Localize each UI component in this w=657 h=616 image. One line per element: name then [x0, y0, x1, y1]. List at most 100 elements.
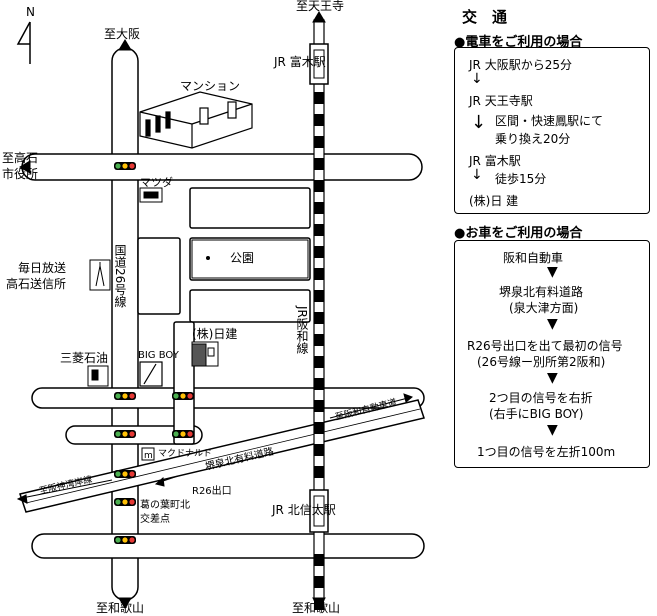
- mansion-building: [139, 91, 253, 149]
- destination-arrows: [16, 11, 413, 609]
- label-to-wakayama-left: 至和歌山: [96, 600, 144, 615]
- train-route-box: JR 大阪駅から25分 ↓ JR 天王寺駅 ↓ 区間・快速鳳駅にて 乗り換え20…: [454, 47, 650, 214]
- rail-tie: [314, 422, 324, 434]
- jr-hanwa-railway: [313, 19, 325, 610]
- mazda-building: [139, 187, 163, 203]
- north-label: N: [26, 5, 35, 19]
- arrow-down-wakayama-left: [118, 597, 132, 609]
- train-step: JR 天王寺駅: [469, 94, 533, 108]
- train-heading: ●電車をご利用の場合: [454, 35, 583, 50]
- train-step: JR 富木駅: [469, 154, 521, 168]
- label-mcdonalds: マクドナルド: [158, 448, 212, 459]
- car-step: 1つ目の信号を左折100m: [477, 445, 616, 459]
- rail-tie: [314, 202, 324, 214]
- label-to-wakayama-right: 至和歌山: [292, 600, 340, 615]
- label-route26: 国道26号線: [113, 244, 127, 307]
- mcdonalds-sign: [141, 447, 155, 461]
- label-station-kitashinoda: JR 北信太駅: [271, 502, 336, 517]
- label-mitsubishi: 三菱石油: [60, 351, 108, 365]
- traffic-signal-icon: [114, 470, 136, 478]
- rail-tie: [314, 136, 324, 148]
- station-tomiki-marker: [309, 43, 329, 85]
- block-middle-right: [189, 289, 311, 323]
- park-area: [191, 239, 309, 279]
- rail-tie: [314, 400, 324, 412]
- car-step: (右手にBIG BOY): [489, 407, 584, 421]
- rail-tie: [314, 312, 324, 324]
- down-arrow-icon: ▼: [547, 264, 558, 280]
- train-step: 徒歩15分: [495, 172, 547, 186]
- down-arrow-icon: ▼: [547, 422, 558, 438]
- rail-tie: [314, 356, 324, 368]
- north-compass: [16, 21, 31, 64]
- down-arrow-icon: ↓: [471, 71, 483, 87]
- station-kitashinoda-marker: [309, 489, 329, 533]
- traffic-signal-icon: [114, 498, 136, 506]
- rail-tie: [314, 334, 324, 346]
- mcdonalds-logo: m: [144, 451, 153, 461]
- label-mansion: マンション: [180, 79, 240, 93]
- rail-tie: [314, 554, 324, 566]
- arrow-expressway: [403, 393, 413, 403]
- down-arrow-icon: ▼: [547, 370, 558, 386]
- rail-tie: [314, 246, 324, 258]
- nikken-building: [191, 341, 219, 367]
- label-bigboy: BIG BOY: [138, 350, 180, 361]
- arrow-r26-exit: [154, 477, 165, 487]
- label-mazda: マツダ: [140, 175, 173, 189]
- car-route-box: 阪和自動車 ▼ 堺泉北有料道路 (泉大津方面) ▼ R26号出口を出て最初の信号…: [454, 240, 650, 468]
- down-arrow-icon: ↓: [471, 112, 487, 133]
- car-step: (26号線ー別所第2阪和): [477, 355, 606, 369]
- access-title: 交 通: [462, 8, 508, 26]
- label-park: 公園: [230, 251, 254, 265]
- traffic-signal-icon: [172, 392, 194, 400]
- label-to-tennoji: 至天王寺: [296, 0, 344, 13]
- car-step: R26号出口を出て最初の信号: [467, 339, 623, 353]
- traffic-signal-icon: [172, 430, 194, 438]
- rail-tie: [314, 114, 324, 126]
- rail-tie: [314, 180, 324, 192]
- road-top-horizontal: [21, 153, 423, 181]
- label-to-osaka: 至大阪: [104, 27, 140, 41]
- down-arrow-icon: ▼: [547, 316, 558, 332]
- traffic-signals: [114, 162, 194, 544]
- label-kuzunoha-1: 葛の葉町北: [140, 498, 190, 511]
- rail-tie: [314, 224, 324, 236]
- rail-tie: [314, 268, 324, 280]
- bigboy-building: [139, 361, 163, 387]
- traffic-signal-icon: [114, 430, 136, 438]
- transmitter-tower: [89, 259, 111, 291]
- label-station-tomiki: JR 富木駅: [273, 54, 326, 69]
- car-step: 堺泉北有料道路: [499, 285, 584, 299]
- arrow-up-tennoji: [312, 11, 326, 23]
- label-mainichi-1: 毎日放送: [18, 260, 66, 275]
- train-step: 区間・快速鳳駅にて: [495, 114, 604, 128]
- down-arrow-icon: ↓: [471, 167, 483, 183]
- train-step: 乗り換え20分: [495, 132, 571, 146]
- traffic-signal-icon: [114, 392, 136, 400]
- car-step: 2つ目の信号を右折: [489, 391, 593, 405]
- train-step: JR 大阪駅から25分: [469, 58, 572, 72]
- mitsubishi-station: [87, 365, 109, 387]
- label-jr-hanwa: JR阪和線: [295, 305, 309, 354]
- car-step: (泉大津方面): [509, 301, 579, 315]
- rail-tie: [314, 92, 324, 104]
- road-branch-vertical: [173, 321, 195, 445]
- car-step: 阪和自動車: [503, 251, 564, 265]
- arrow-hanshin: [16, 494, 28, 504]
- rail-tie: [314, 158, 324, 170]
- car-heading: ●お車をご利用の場合: [454, 226, 583, 241]
- arrow-left-takaishi: [19, 160, 31, 174]
- rail-tie: [314, 576, 324, 588]
- rail-tie: [314, 378, 324, 390]
- traffic-signal-icon: [114, 536, 136, 544]
- label-mainichi-2: 高石送信所: [6, 276, 66, 291]
- rail-tie: [314, 444, 324, 456]
- road-bottom-horizontal: [31, 533, 425, 559]
- block-left-middle: [137, 237, 181, 315]
- label-to-takaishi-1: 至高石: [2, 150, 38, 165]
- label-kuzunoha-2: 交差点: [140, 512, 170, 525]
- route26-road: [111, 47, 139, 601]
- arrow-up-osaka: [118, 39, 132, 51]
